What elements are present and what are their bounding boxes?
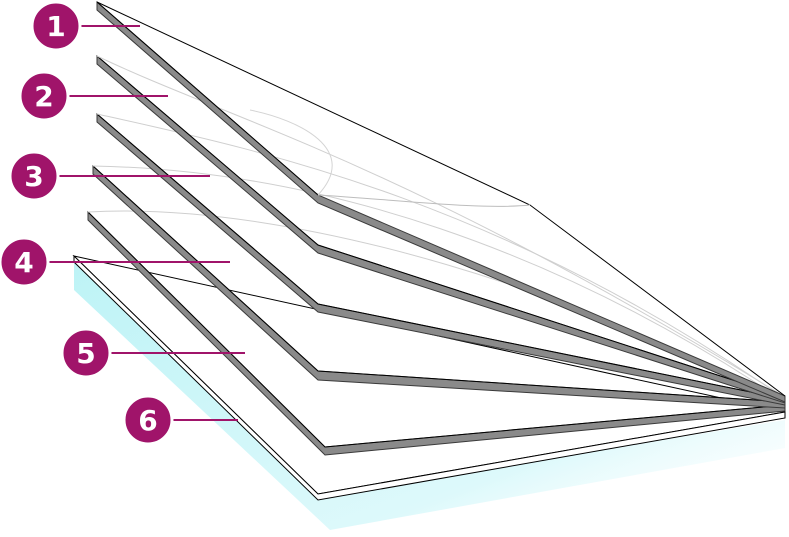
callout-badges: 1 2 3 4 5 6 [0,0,174,446]
callout-badge-1: 1 [30,0,82,52]
callout-label-1: 1 [46,10,65,43]
callout-label-6: 6 [138,404,157,437]
callout-badge-5: 5 [60,327,112,379]
callout-badge-4: 4 [0,236,50,288]
callout-label-3: 3 [24,160,43,193]
callout-badge-2: 2 [18,70,70,122]
layer-1-sheet [96,0,786,403]
layer-3-sheet [96,112,786,406]
callout-label-5: 5 [76,337,95,370]
callout-badge-6: 6 [122,394,174,446]
callout-label-4: 4 [14,246,33,279]
layer-4-sheet [92,164,786,409]
callout-label-2: 2 [34,80,53,113]
callout-badge-3: 3 [8,150,60,202]
callout-lines [44,25,245,421]
base-glass-slab [72,254,786,530]
layer-2-sheet [96,54,786,404]
